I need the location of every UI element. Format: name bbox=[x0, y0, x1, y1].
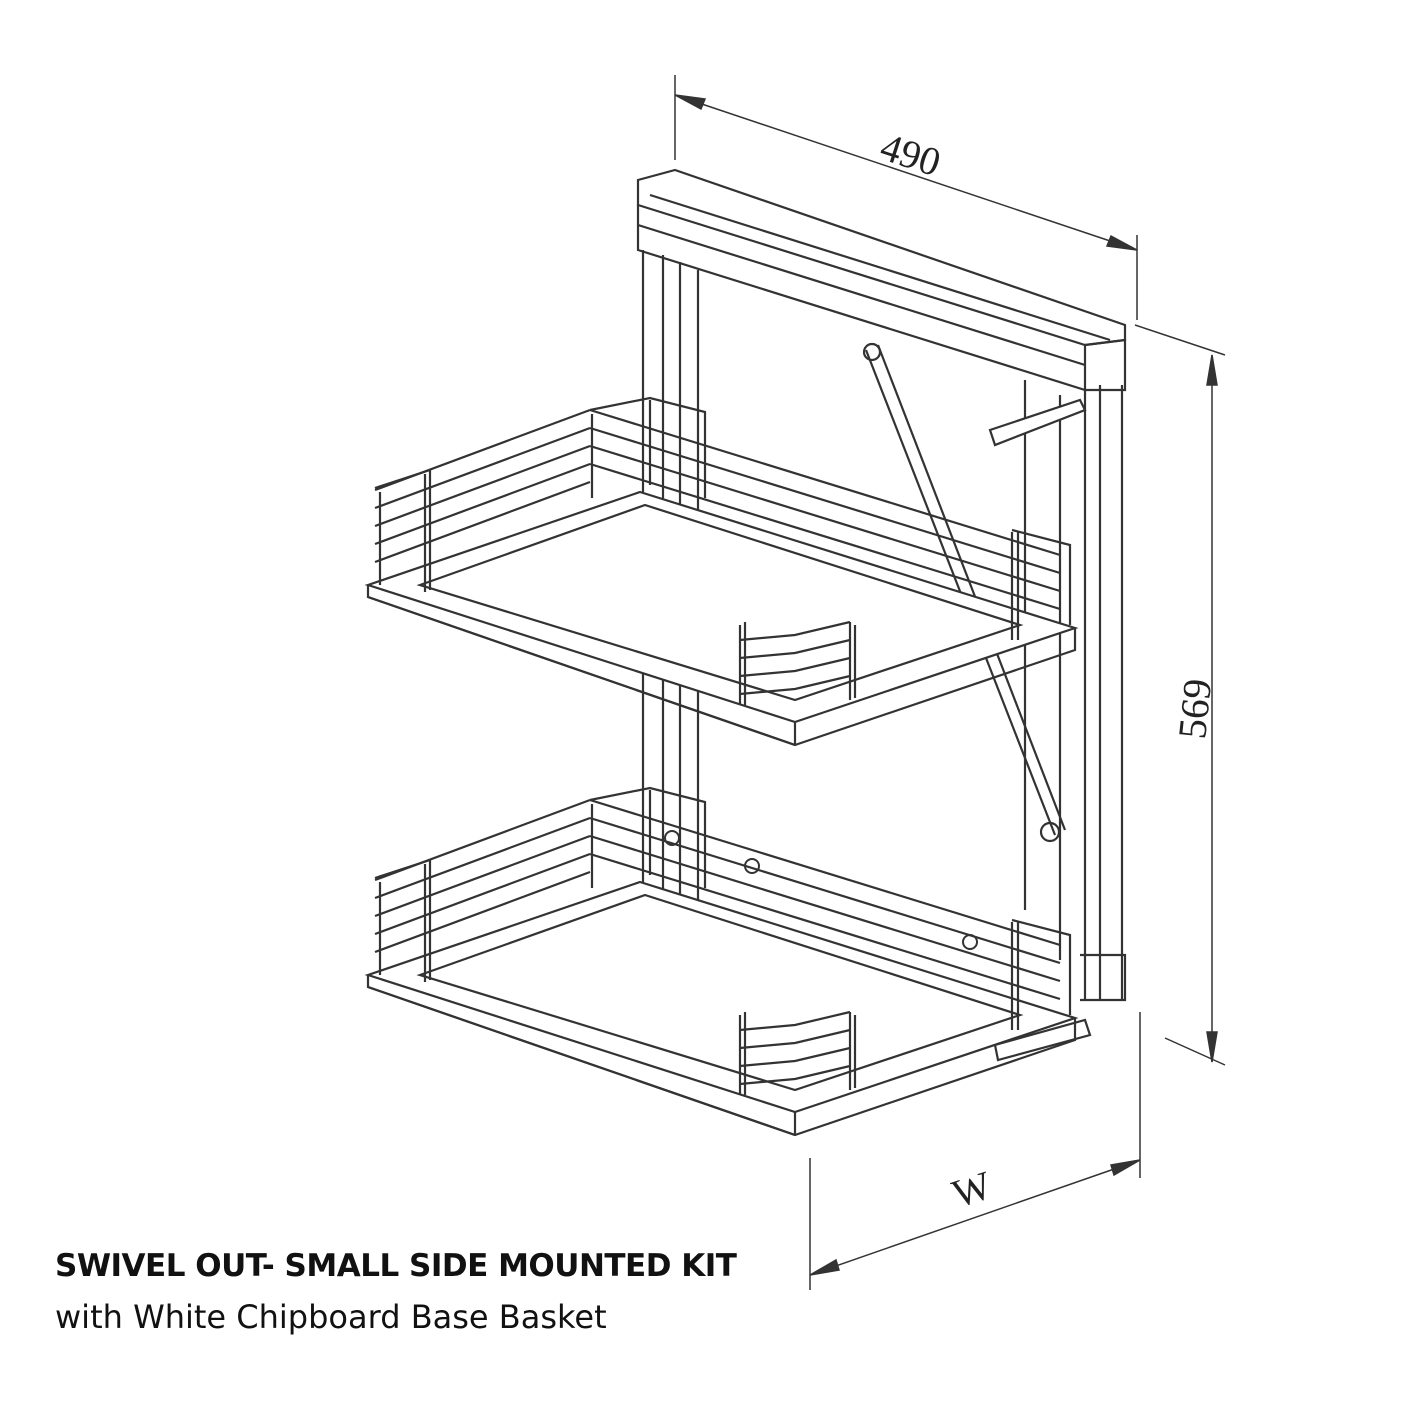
dimension-height: 569 bbox=[1134, 324, 1226, 1066]
product-subtitle: with White Chipboard Base Basket bbox=[55, 1298, 607, 1336]
width-label: W bbox=[947, 1162, 997, 1217]
lower-basket bbox=[366, 786, 1077, 1137]
product-title: SWIVEL OUT- SMALL SIDE MOUNTED KIT bbox=[55, 1248, 737, 1284]
upper-basket bbox=[366, 396, 1077, 747]
height-label: 569 bbox=[1169, 677, 1220, 741]
dimension-width: W bbox=[809, 1012, 1141, 1290]
lower-basket-fixings bbox=[664, 830, 978, 950]
depth-label: 490 bbox=[875, 124, 946, 185]
